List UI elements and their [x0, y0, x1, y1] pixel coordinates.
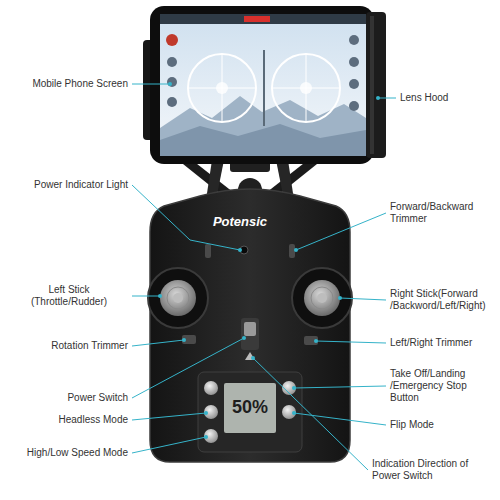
phone-screen — [272, 54, 340, 122]
brand-logo: Potensic — [213, 214, 267, 230]
phone-screen — [349, 35, 359, 45]
leader-dot — [292, 386, 296, 390]
power-switch — [244, 322, 256, 336]
battery-readout: 50% — [232, 397, 268, 419]
panel-buttons — [204, 381, 296, 443]
callout-label: Headless Mode — [59, 414, 128, 426]
leader-dot — [292, 411, 296, 415]
leader-line — [132, 340, 184, 346]
callout-label: Power Indicator Light — [34, 179, 128, 191]
leader-dot — [314, 339, 318, 343]
leader-dot — [182, 338, 186, 342]
leader-dot — [204, 411, 208, 415]
controller-body — [289, 244, 295, 258]
phone-holder — [143, 6, 374, 164]
lcd-panel — [224, 383, 276, 433]
lens-hood — [370, 16, 374, 154]
leader-dot — [338, 296, 342, 300]
control-sticks — [173, 293, 183, 303]
leader-line — [378, 98, 396, 99]
leader-line — [340, 298, 386, 300]
panel-buttons — [282, 405, 296, 419]
callout-label: Rotation Trimmer — [51, 340, 128, 352]
control-sticks — [167, 287, 189, 309]
control-sticks — [304, 280, 340, 316]
lens-hood — [366, 12, 386, 158]
phone-screen — [188, 54, 256, 122]
power-switch — [245, 352, 255, 360]
leader-dot — [168, 82, 172, 86]
phone-screen — [300, 82, 312, 94]
leader-line — [294, 413, 386, 425]
lcd-panel — [198, 372, 302, 452]
callout-label: Forward/Backward Trimmer — [390, 201, 496, 225]
leader-line — [132, 84, 396, 470]
controller-body — [205, 244, 211, 258]
power-switch — [241, 318, 259, 350]
leader-dot — [251, 356, 255, 360]
panel-buttons — [204, 405, 218, 419]
control-sticks — [148, 268, 208, 328]
leader-line — [296, 213, 386, 250]
leader-line — [253, 358, 368, 470]
leader-dot — [158, 82, 380, 439]
callout-label: Take Off/Landing /Emergency Stop Button — [390, 368, 496, 404]
phone-screen — [160, 14, 366, 24]
phone-screen — [349, 57, 359, 67]
leader-line — [132, 84, 170, 85]
phone-screen — [166, 34, 178, 46]
leader-dot — [242, 336, 246, 340]
callout-label: Power Switch — [67, 392, 128, 404]
leader-dot — [158, 294, 162, 298]
callout-label: Mobile Phone Screen — [32, 78, 128, 90]
leader-dot — [294, 248, 298, 252]
leader-line — [132, 296, 160, 297]
callout-label: Left/Right Trimmer — [390, 337, 472, 349]
phone-screen — [167, 97, 177, 107]
trimmers — [182, 335, 196, 344]
power-switch — [241, 318, 259, 360]
leader-line — [132, 413, 206, 420]
phone-screen — [216, 82, 228, 94]
leader-line — [132, 338, 244, 398]
callout-label: Indication Direction of Power Switch — [372, 458, 496, 482]
leader-line — [132, 437, 206, 453]
phone-screen — [160, 14, 366, 156]
control-sticks — [311, 287, 333, 309]
panel-buttons — [204, 429, 218, 443]
phone-screen — [244, 16, 270, 22]
phone-holder — [150, 6, 374, 164]
leader-dot — [238, 248, 242, 252]
callout-label: Left Stick (Throttle/Rudder) — [10, 284, 128, 308]
leader-dot — [376, 96, 380, 100]
panel-buttons — [204, 381, 218, 395]
leader-line — [316, 341, 386, 343]
leader-dot — [204, 435, 208, 439]
phone-screen — [160, 14, 366, 156]
lcd-panel — [198, 372, 302, 452]
phone-screen — [349, 79, 359, 89]
lens-hood — [366, 12, 386, 158]
phone-screen — [167, 57, 177, 67]
phone-screen — [167, 77, 177, 87]
phone-screen — [263, 50, 265, 126]
control-sticks — [160, 280, 196, 316]
control-sticks — [317, 293, 327, 303]
callout-label: High/Low Speed Mode — [27, 447, 128, 459]
callout-label: Flip Mode — [390, 419, 434, 431]
callout-label: Lens Hood — [400, 92, 448, 104]
phone-screen — [160, 124, 366, 156]
phone-screen — [349, 101, 359, 111]
trimmers — [304, 336, 318, 345]
callout-label: Right Stick(Forward /Backword/Left/Right… — [390, 288, 496, 312]
leader-line — [294, 386, 386, 388]
